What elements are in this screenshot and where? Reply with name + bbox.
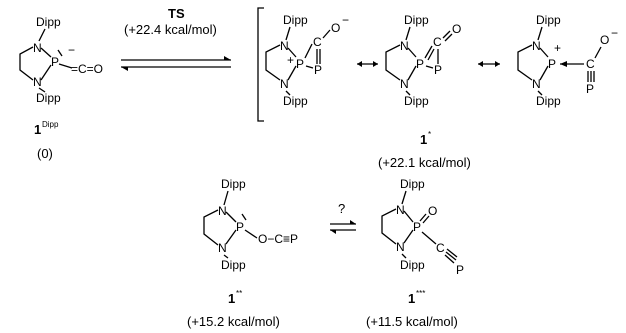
svg-text:N: N: [532, 77, 541, 91]
dipp-top-label: Dipp: [36, 15, 61, 29]
svg-text:N: N: [280, 39, 289, 53]
resonance-arrow-1: [357, 61, 378, 67]
svg-text:O: O: [600, 33, 609, 47]
svg-text:P: P: [434, 63, 442, 77]
svg-text:Dipp: Dipp: [404, 13, 429, 27]
svg-text:N: N: [396, 203, 405, 217]
compound-1dstar-structure: Dipp N P N Dipp O−C≡P: [203, 177, 298, 272]
svg-text:N: N: [400, 39, 409, 53]
equilibrium-arrow-bottom: [330, 220, 356, 234]
svg-text:C: C: [313, 35, 322, 49]
resonance-bracket: [257, 7, 264, 122]
compound-1star-sup: *: [428, 130, 431, 139]
svg-text:P: P: [296, 57, 304, 71]
compound-1tstar-label: 1: [408, 291, 415, 306]
svg-text:O: O: [331, 21, 340, 35]
svg-text:P: P: [548, 57, 556, 71]
svg-text:Dipp: Dipp: [536, 94, 561, 108]
svg-text:O: O: [428, 204, 437, 218]
question-mark: ?: [338, 201, 345, 216]
svg-text:Dipp: Dipp: [404, 94, 429, 108]
svg-text:Dipp: Dipp: [536, 13, 561, 27]
equilibrium-arrow-top: [121, 56, 231, 71]
compound-1dstar-label: 1: [228, 291, 235, 306]
n-top-atom: N: [33, 41, 42, 55]
n-bottom-atom: N: [33, 75, 42, 89]
svg-text:P: P: [456, 263, 464, 277]
compound-1dstar-sup: **: [236, 289, 242, 298]
svg-text:Dipp: Dipp: [283, 13, 308, 27]
svg-text:Dipp: Dipp: [221, 177, 246, 191]
compound-1tstar-energy: (+11.5 kcal/mol): [366, 314, 458, 329]
svg-text:P: P: [236, 220, 244, 234]
dipp-bottom-label: Dipp: [36, 91, 61, 105]
svg-text:+: +: [287, 53, 294, 67]
svg-text:P: P: [586, 82, 594, 96]
svg-text:C: C: [586, 57, 595, 71]
svg-text:N: N: [532, 39, 541, 53]
compound-1star-energy: (+22.1 kcal/mol): [378, 155, 471, 170]
svg-text:N: N: [280, 77, 289, 91]
svg-text:−: −: [611, 26, 618, 40]
compound-1dipp-energy: (0): [37, 146, 53, 161]
svg-text:Dipp: Dipp: [400, 258, 425, 272]
resonance-form-b: Dipp N P N Dipp C O P: [385, 13, 461, 108]
svg-text:O: O: [452, 22, 461, 36]
resonance-form-a: Dipp N + P N Dipp C O − P: [265, 13, 349, 108]
resonance-form-c: Dipp N + P N Dipp C O − P: [517, 13, 618, 108]
compound-1dipp-structure: Dipp N P N Dipp − =C=O: [19, 15, 103, 105]
svg-text:N: N: [400, 77, 409, 91]
resonance-arrow-2: [478, 61, 500, 67]
svg-text:N: N: [218, 204, 227, 218]
oxa-alkyne-group: O−C≡P: [258, 232, 298, 246]
ylide-group: =C=O: [71, 62, 103, 76]
svg-text:+: +: [554, 41, 561, 55]
svg-text:P: P: [416, 57, 424, 71]
compound-1dipp-label: 1: [34, 122, 41, 137]
compound-1tstar-sup: ***: [416, 289, 425, 298]
svg-text:Dipp: Dipp: [400, 177, 425, 191]
svg-text:C: C: [433, 35, 442, 49]
svg-text:Dipp: Dipp: [221, 258, 246, 272]
svg-text:N: N: [396, 240, 405, 254]
svg-text:C: C: [436, 241, 445, 255]
svg-text:N: N: [218, 241, 227, 255]
svg-text:P: P: [314, 63, 322, 77]
p-atom: P: [51, 55, 59, 69]
compound-1dipp-sup: Dipp: [42, 120, 59, 129]
svg-text:P: P: [413, 220, 421, 234]
compound-1star-label: 1: [420, 132, 427, 147]
svg-text:Dipp: Dipp: [283, 94, 308, 108]
compound-1tstar-structure: Dipp N P N Dipp O C P: [381, 177, 464, 277]
svg-text:−: −: [342, 13, 349, 27]
compound-1dstar-energy: (+15.2 kcal/mol): [187, 314, 280, 329]
ts-label: TS: [168, 6, 185, 21]
minus-charge: −: [68, 43, 75, 57]
ts-energy: (+22.4 kcal/mol): [124, 22, 217, 37]
